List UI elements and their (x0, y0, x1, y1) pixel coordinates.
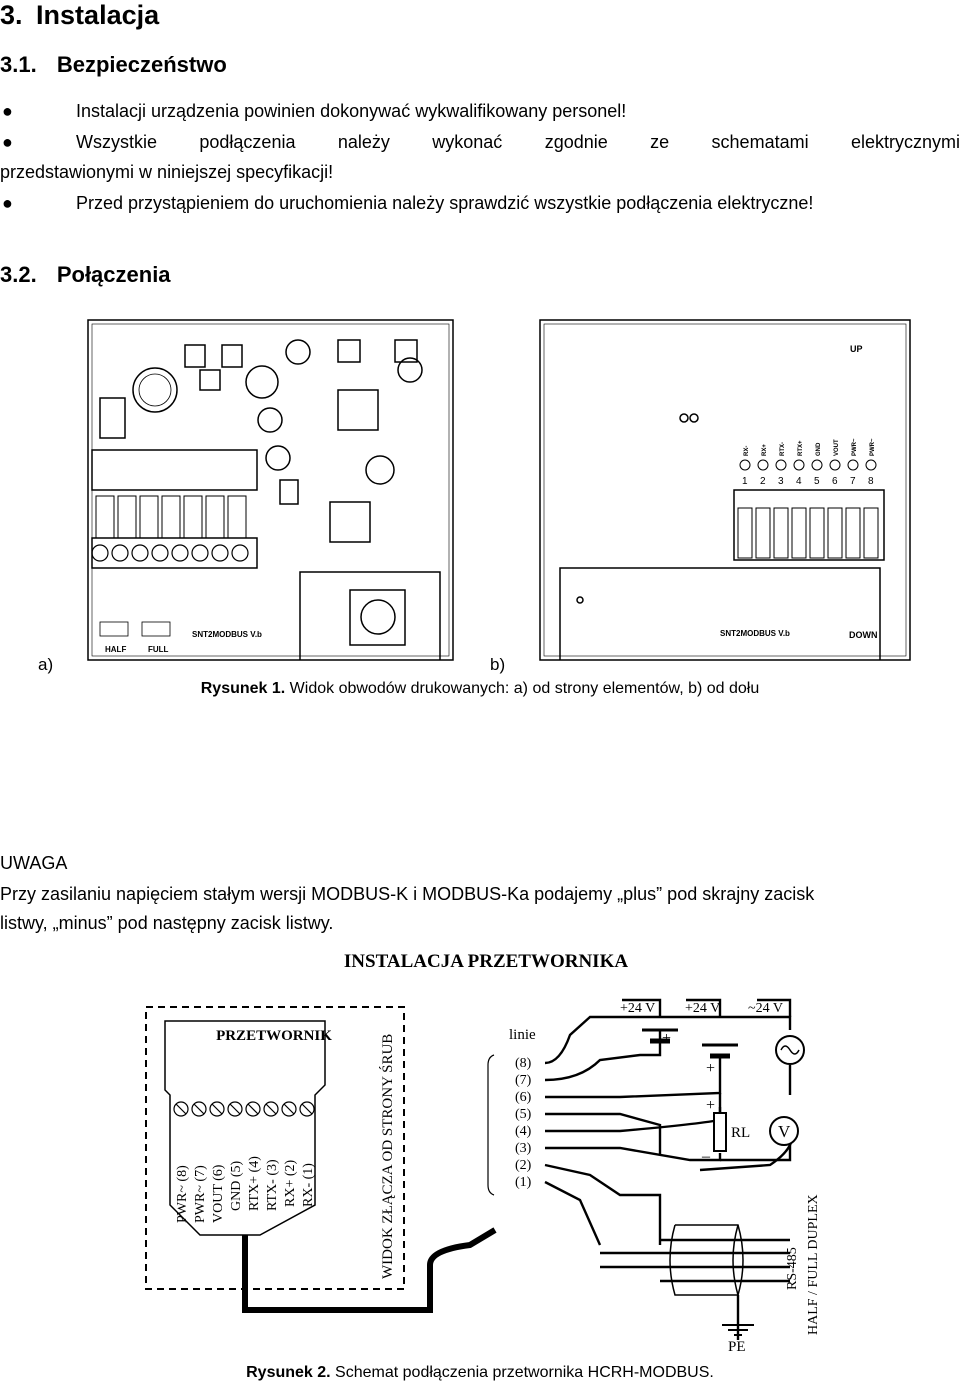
caption-text: Schemat podłączenia przetwornika HCRH-MO… (330, 1364, 714, 1381)
subsection-safety-heading: 3.1. Bezpieczeństwo (0, 52, 227, 78)
voltmeter-label: V (778, 1122, 791, 1141)
pin-number: 3 (778, 476, 784, 487)
voltmeter-icon (769, 1116, 799, 1146)
caption-label: Rysunek 2. (246, 1364, 331, 1381)
duplex-label: HALF / FULL DUPLEX (806, 1194, 821, 1335)
terminal-label: PWR~ (7) (193, 1165, 208, 1223)
board-b-pin-names: RX- RX+ RTX- RTX+ GND VOUT PWR~ PWR~ (744, 438, 876, 456)
pcb-board-b (539, 319, 911, 661)
bullet-icon: ● (2, 132, 13, 152)
caption-text: Widok obwodów drukowanych: a) od strony … (285, 680, 760, 697)
bullet-icon: ● (2, 101, 13, 121)
minus-sign: – (701, 1148, 711, 1165)
line-number: (7) (515, 1073, 532, 1088)
section-title: Instalacja (36, 0, 160, 30)
figure2-wiring-diagram: INSTALACJA PRZETWORNIKA PRZETWORNIK WIDO… (145, 951, 821, 1355)
section-heading: 3. Instalacja (0, 0, 159, 31)
terminal-label: GND (5) (229, 1161, 244, 1211)
figure1-caption: Rysunek 1. Widok obwodów drukowanych: a)… (0, 680, 960, 698)
warning-title: UWAGA (0, 853, 68, 873)
bullet-text: Wszystkie podłączenia należy wykonać zgo… (76, 132, 960, 152)
board-a-full-label: FULL (148, 645, 169, 654)
caption-label: Rysunek 1. (200, 680, 286, 697)
terminal-label: RTX- (3) (265, 1159, 280, 1211)
pin-name: RX- (744, 446, 750, 456)
rl-label: RL (731, 1125, 750, 1141)
pin-number: 1 (742, 476, 748, 487)
pin-name: PWR~ (870, 438, 876, 456)
figure2-caption: Rysunek 2. Schemat podłączenia przetworn… (0, 1364, 960, 1382)
line-number: (8) (515, 1056, 532, 1071)
line-number: (4) (515, 1124, 532, 1139)
resistor-icon (713, 1112, 727, 1152)
terminal-label: RX- (1) (301, 1163, 316, 1207)
terminal-label: RTX+ (4) (247, 1156, 262, 1211)
plus-sign: + (706, 1060, 715, 1077)
pcb-board-a (87, 319, 454, 661)
pin-number: 4 (796, 476, 802, 487)
bullet-text: Instalacji urządzenia powinien dokonywać… (76, 101, 627, 121)
board-a-model-label: SNT2MODBUS V.b (192, 630, 262, 639)
rs485-label: RS-485 (785, 1247, 800, 1290)
screw-terminals (173, 1101, 315, 1117)
board-b-pin-numbers: 1 2 3 4 5 6 7 8 (742, 476, 874, 487)
supply-labels: +24 V +24 V ~24 V (620, 1001, 783, 1016)
subsection-number: 3.1. (0, 52, 37, 77)
section-number: 3. (0, 0, 23, 30)
pin-name: RTX+ (798, 440, 804, 456)
plus-sign: + (662, 1030, 671, 1047)
wiring-lines (544, 998, 794, 1340)
line-number: (6) (515, 1090, 532, 1105)
safety-bullet-2-cont: przedstawionymi w niniejszej specyfikacj… (0, 162, 334, 182)
board-b-up-label: UP (850, 344, 863, 354)
ground-icon (722, 1324, 754, 1336)
rs485-cable (669, 1224, 744, 1296)
board-b-model-label: SNT2MODBUS V.b (720, 629, 790, 638)
connector-view-label: WIDOK ZŁĄCZA OD STRONY ŚRUB (379, 1034, 396, 1279)
pin-name: GND (816, 442, 822, 456)
figure2-title: INSTALACJA PRZETWORNIKA (344, 951, 628, 972)
line-number: (3) (515, 1141, 532, 1156)
terminal-label: PWR~ (8) (175, 1165, 190, 1223)
terminal-label: VOUT (6) (211, 1164, 226, 1223)
line-number: (2) (515, 1158, 532, 1173)
warning-line-2: listwy, „minus” pod następny zacisk list… (0, 913, 334, 933)
board-a-half-label: HALF (105, 645, 126, 654)
line-number: (1) (515, 1175, 532, 1190)
line-number: (5) (515, 1107, 532, 1122)
figure1-label-a: a) (38, 655, 53, 674)
figure1-pcb-views: HALF FULL SNT2MODBUS V.b UP DOWN SNT2MOD… (38, 319, 911, 674)
pin-name: VOUT (834, 439, 840, 456)
supply-label: +24 V (685, 1001, 720, 1016)
line-numbers: (8) (7) (6) (5) (4) (3) (2) (1) (515, 1056, 532, 1190)
subsection-title: Połączenia (56, 262, 171, 287)
pin-number: 6 (832, 476, 838, 487)
lines-label: linie (509, 1027, 536, 1043)
pin-number: 7 (850, 476, 856, 487)
pin-name: RX+ (762, 444, 768, 456)
bullet-text: Przed przystąpieniem do uruchomienia nal… (76, 193, 814, 213)
terminal-labels: PWR~ (8) PWR~ (7) VOUT (6) GND (5) RTX+ … (175, 1156, 316, 1223)
pin-number: 8 (868, 476, 874, 487)
supply-label: ~24 V (748, 1001, 783, 1016)
plus-sign: + (706, 1097, 715, 1114)
pin-name: PWR~ (852, 438, 858, 456)
rs485-wires (600, 1238, 790, 1283)
pin-name: RTX- (780, 442, 786, 456)
supply-label: +24 V (620, 1001, 655, 1016)
dc-source-icons (642, 1028, 738, 1059)
subsection-connections-heading: 3.2. Połączenia (0, 262, 171, 288)
pin-number: 5 (814, 476, 820, 487)
terminal-label: RX+ (2) (283, 1159, 298, 1207)
transmitter-title: PRZETWORNIK (216, 1028, 332, 1044)
pe-label: PE (728, 1339, 746, 1355)
pin-number: 2 (760, 476, 766, 487)
board-b-down-label: DOWN (849, 630, 878, 640)
subsection-number: 3.2. (0, 262, 37, 287)
warning-line-1: Przy zasilaniu napięciem stałym wersji M… (0, 884, 815, 904)
figure1-label-b: b) (490, 655, 505, 674)
bullet-icon: ● (2, 193, 13, 213)
subsection-title: Bezpieczeństwo (56, 52, 227, 77)
